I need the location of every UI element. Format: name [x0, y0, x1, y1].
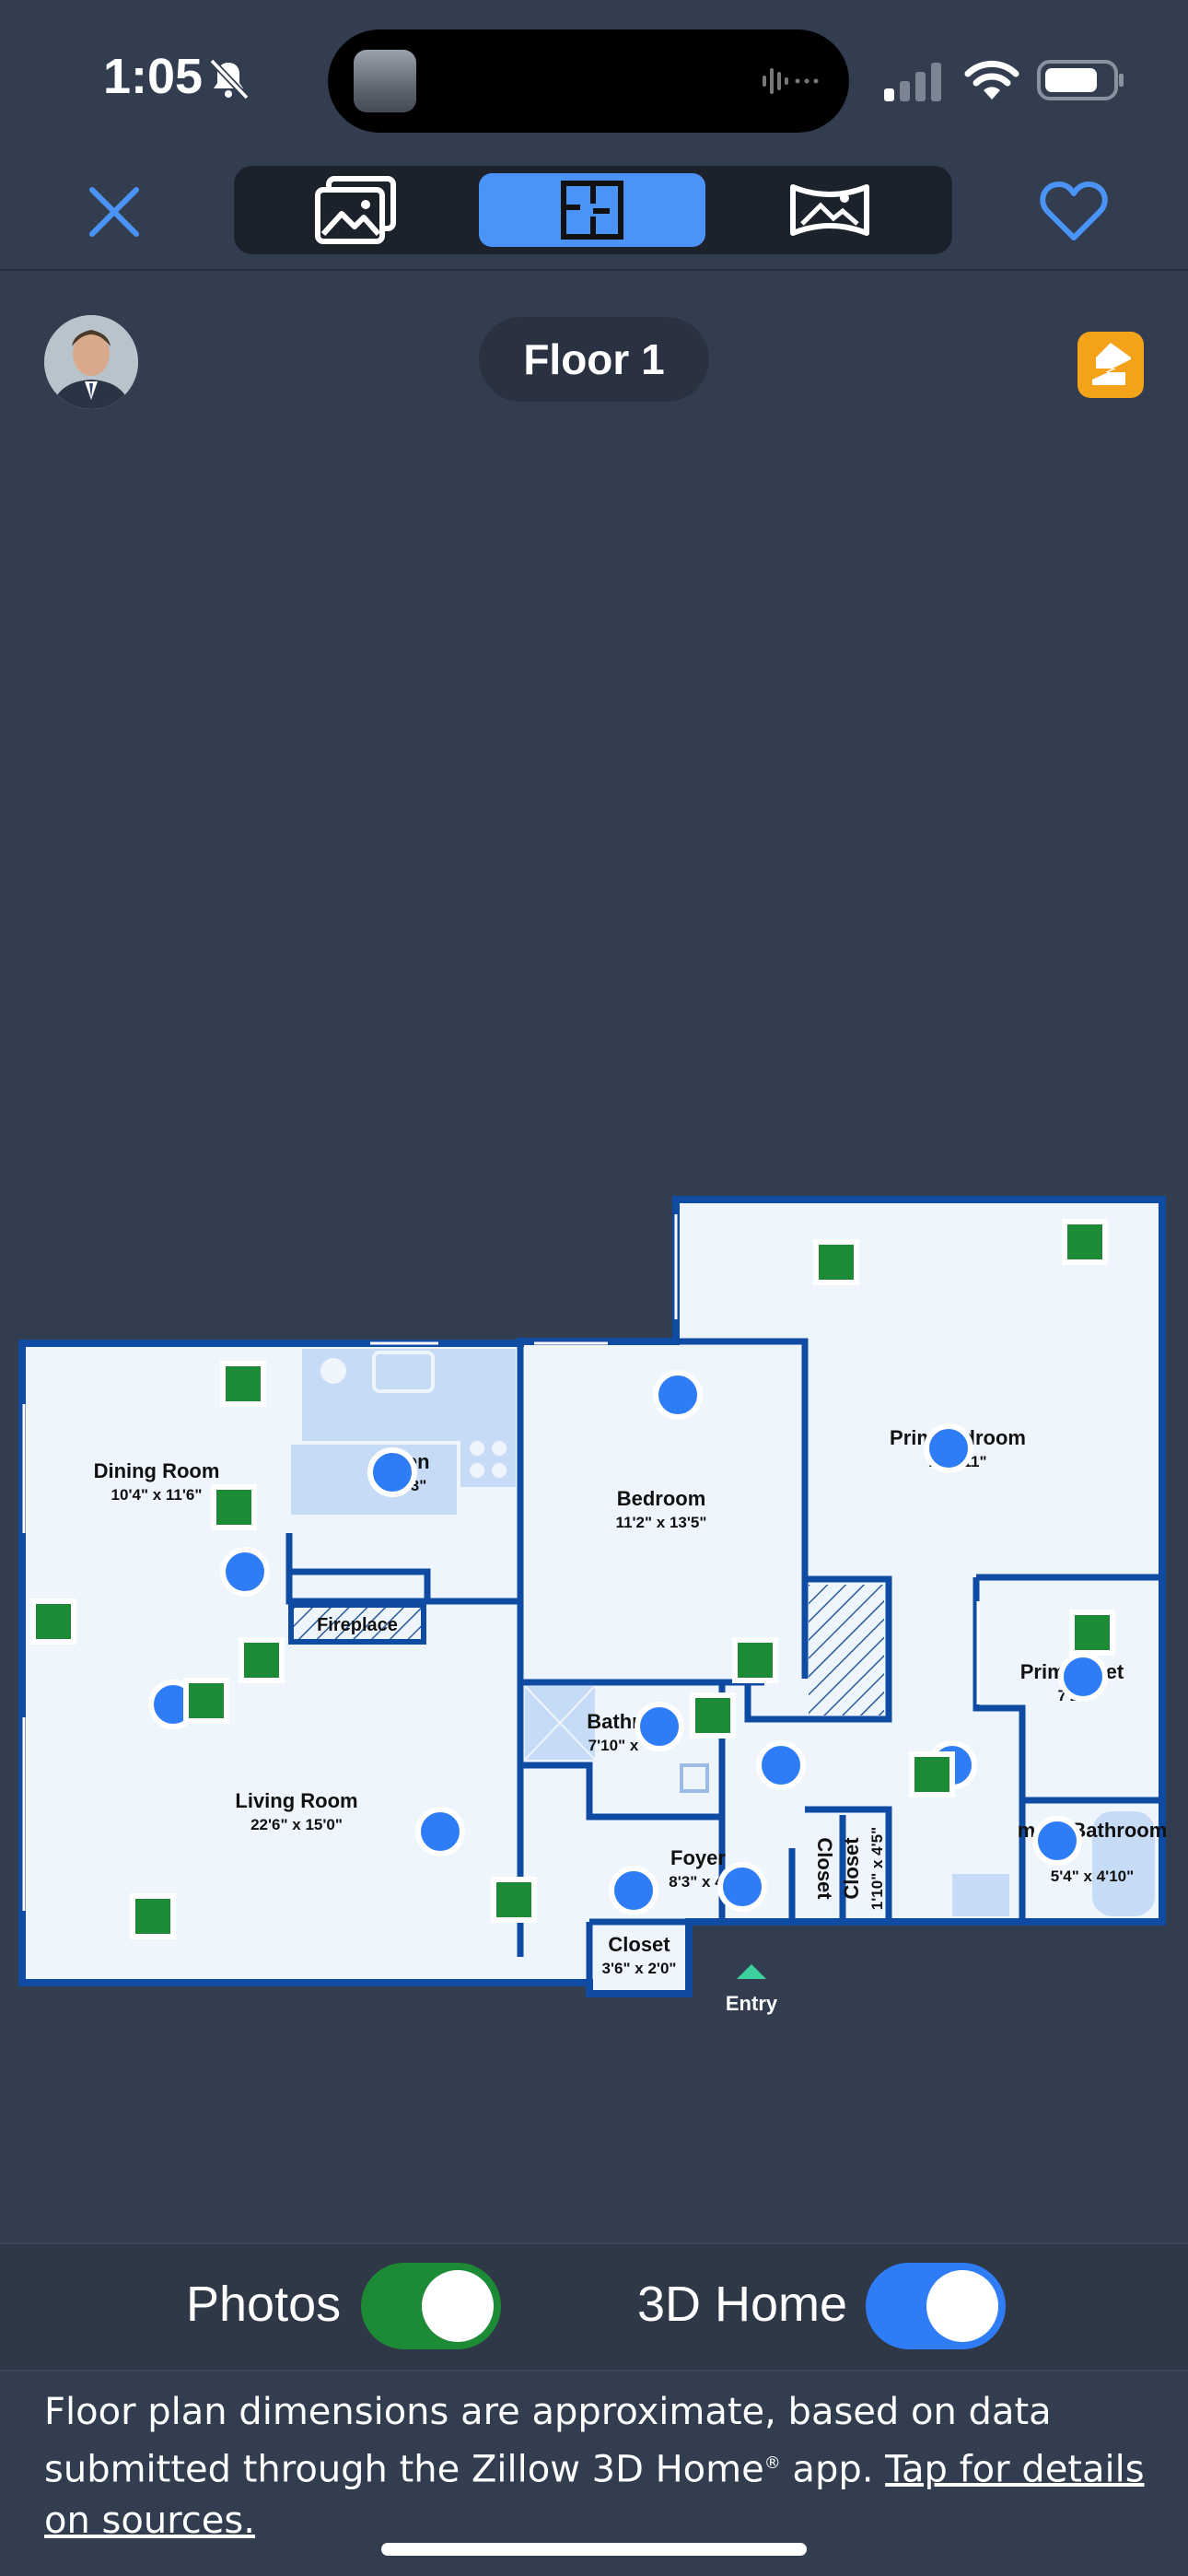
room-dims: 1'10" x 4'5" [868, 1827, 886, 1910]
tab-panorama[interactable] [716, 173, 943, 247]
room-label: Fireplace [317, 1615, 398, 1635]
entry-arrow-icon [737, 1964, 766, 1979]
room-dims: 11'2" x 13'5" [616, 1514, 707, 1531]
photo-marker[interactable] [130, 1893, 176, 1939]
entry-label: Entry [726, 1992, 778, 2015]
3d-home-marker[interactable] [756, 1740, 806, 1790]
view-mode-segmented-control [234, 166, 952, 254]
room-dims: 7'10" x [588, 1737, 639, 1754]
agent-avatar[interactable] [44, 315, 138, 409]
room-label: Bathr [587, 1710, 640, 1733]
room-label: Closet [608, 1933, 670, 1956]
3d-home-marker[interactable] [367, 1447, 417, 1497]
3d-home-marker[interactable] [653, 1370, 703, 1420]
photo-marker[interactable] [813, 1239, 859, 1285]
room-dims: 22'6" x 15'0" [250, 1816, 343, 1833]
heart-icon[interactable] [1039, 181, 1109, 243]
photos-icon [315, 176, 396, 244]
tab-photos[interactable] [243, 173, 470, 247]
photo-marker[interactable] [909, 1751, 955, 1797]
wifi-icon [964, 60, 1019, 100]
dynamic-island [328, 29, 849, 133]
panorama-icon [790, 184, 869, 236]
photo-marker[interactable] [211, 1484, 257, 1530]
room-dims: 5'4" x 4'10" [1051, 1868, 1134, 1885]
floor-plan-drawing: Fireplace Entry Dining Room 10'4" x 11'6… [18, 1196, 1167, 2015]
3d-home-marker[interactable] [1058, 1652, 1108, 1702]
room-dims: 3'6" x 2'0" [602, 1960, 677, 1977]
room-label: Closet [840, 1837, 863, 1900]
bell-slash-icon [209, 58, 250, 100]
photo-marker[interactable] [732, 1637, 778, 1683]
floor-selector[interactable]: Floor 1 [479, 317, 709, 402]
3d-home-marker[interactable] [717, 1862, 767, 1912]
home-indicator [381, 2543, 807, 2556]
room-label: Living Room [235, 1789, 357, 1812]
photo-marker[interactable] [491, 1877, 537, 1923]
room-dims: 10'4" x 11'6" [111, 1486, 203, 1504]
photos-toggle[interactable] [361, 2263, 501, 2349]
photo-marker[interactable] [1062, 1219, 1108, 1265]
viewer-toolbar [0, 157, 1188, 271]
photo-marker[interactable] [1069, 1610, 1115, 1656]
room-label: Bedroom [617, 1487, 706, 1510]
tab-floor-plan[interactable] [479, 173, 705, 247]
photo-marker[interactable] [220, 1361, 266, 1407]
photo-marker[interactable] [183, 1678, 229, 1724]
3d-home-marker[interactable] [609, 1866, 658, 1915]
layer-toggles: Photos 3D Home [0, 2242, 1188, 2371]
battery-icon [1037, 60, 1124, 100]
floor-plan-viewer[interactable]: Floor 1 [0, 271, 1188, 2242]
audio-waveform-icon [763, 68, 819, 94]
3d-home-toggle-label: 3D Home [637, 2277, 848, 2332]
photo-marker[interactable] [690, 1692, 736, 1739]
close-icon[interactable] [85, 182, 144, 241]
photo-marker[interactable] [30, 1598, 76, 1645]
floor-plan-icon [561, 181, 623, 240]
sources-link[interactable]: Tap for details on sources. [44, 2448, 1145, 2543]
room-dims: 8'3" x 4' [669, 1873, 727, 1891]
room-label: Closet [813, 1837, 836, 1900]
zillow-logo-icon [1077, 332, 1144, 398]
photo-marker[interactable] [239, 1637, 285, 1683]
now-playing-thumbnail [354, 50, 416, 112]
disclaimer-text: Floor plan dimensions are approximate, b… [44, 2391, 1145, 2543]
status-bar: 1:05 [0, 0, 1188, 157]
3d-home-marker[interactable] [415, 1807, 465, 1856]
3d-home-toggle[interactable] [866, 2263, 1006, 2349]
3d-home-marker[interactable] [1032, 1816, 1082, 1866]
3d-home-marker[interactable] [635, 1702, 684, 1751]
photos-toggle-label: Photos [186, 2277, 342, 2332]
signal-icon [884, 63, 941, 101]
3d-home-marker[interactable] [924, 1423, 973, 1473]
3d-home-marker[interactable] [220, 1547, 270, 1597]
room-label: Dining Room [94, 1459, 220, 1482]
room-label: Foyer [670, 1846, 726, 1869]
status-time: 1:05 [103, 49, 204, 104]
